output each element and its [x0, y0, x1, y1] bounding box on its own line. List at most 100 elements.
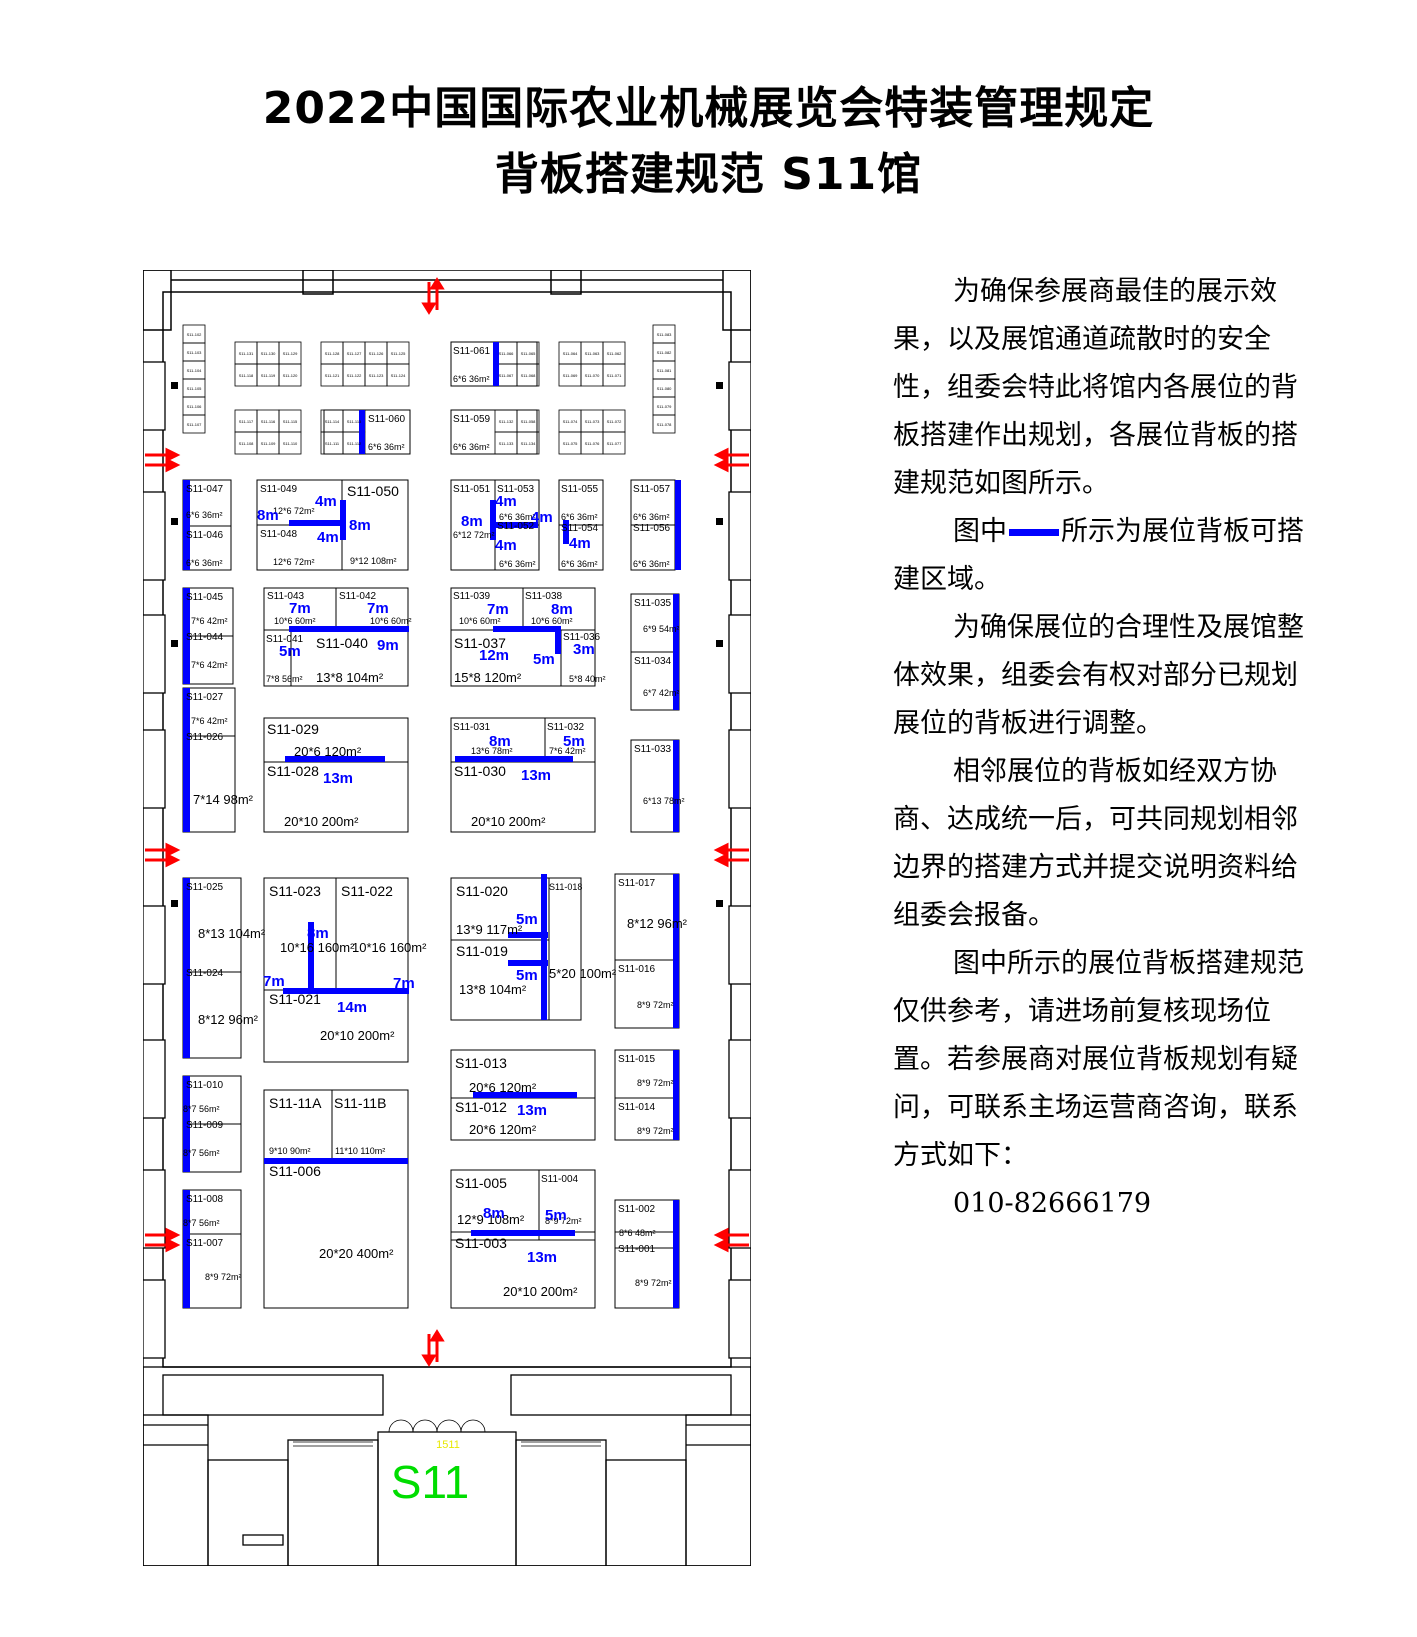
small-booth-label: S11-078	[657, 422, 673, 427]
booth-id-label: S11-042	[339, 591, 377, 602]
backboard-segment	[183, 1190, 190, 1308]
booth-size-label: 6*13 78m²	[643, 796, 685, 806]
booth-id-label: S11-027	[186, 692, 224, 703]
booth-id-label: S11-021	[269, 991, 321, 1007]
small-booth-label: S11-066	[499, 351, 515, 356]
page-subtitle: 背板搭建规范 S11馆	[494, 149, 923, 200]
booth-id-label: S11-050	[347, 483, 399, 499]
backboard-segment	[673, 740, 679, 832]
contact-phone: 010-82666179	[953, 1188, 1152, 1219]
booth-size-label: 7*6 42m²	[191, 716, 228, 726]
booth-id-label: S11-019	[456, 943, 508, 959]
booth-id-label: S11-014	[618, 1102, 656, 1113]
backboard-dimension-label: 9m	[377, 637, 399, 654]
backboard-dimension-label: 13m	[527, 1249, 557, 1266]
booth-size-label: 7*8 56m²	[266, 674, 303, 684]
small-booth-label: S11-075	[563, 441, 579, 446]
small-booth-label: S11-081	[657, 368, 673, 373]
booth-id-label: S11-057	[633, 484, 671, 495]
backboard-segment	[473, 1092, 577, 1098]
booth-size-label: 20*10 200m²	[471, 814, 546, 829]
small-booth-label: S11-070	[585, 373, 601, 378]
small-booth-label: S11-067	[499, 373, 515, 378]
booth-id-label: S11-039	[453, 591, 491, 602]
backboard-segment	[541, 874, 547, 1020]
small-booth-outline	[278, 363, 302, 387]
backboard-dimension-label: 8m	[461, 513, 483, 530]
backboard-dimension-label: 7m	[487, 601, 509, 618]
backboard-dimension-label: 5m	[563, 733, 585, 750]
backboard-dimension-label: 3m	[573, 641, 595, 658]
backboard-segment	[555, 626, 561, 654]
small-booth-label: S11-125	[391, 351, 407, 356]
backboard-segment	[285, 756, 385, 762]
booth-size-label: 9*12 108m²	[350, 556, 397, 566]
backboard-segment	[183, 878, 190, 1058]
booth-id-label: S11-041	[266, 634, 304, 645]
backboard-segment	[673, 1200, 679, 1308]
small-booth-outline	[602, 363, 626, 387]
booth-size-label: 6*6 36m²	[633, 512, 670, 522]
booth-size-label: 20*10 200m²	[284, 814, 359, 829]
booth-size-label: 6*9 54m²	[643, 624, 680, 634]
booth-id-label: S11-015	[618, 1054, 656, 1065]
booth-id-label: S11-055	[561, 484, 599, 495]
small-booth-outline	[652, 414, 676, 434]
small-booth-label: S11-079	[657, 404, 673, 409]
booth-size-label: 20*10 200m²	[320, 1028, 395, 1043]
small-booth-label: S11-108	[239, 441, 255, 446]
booth-id-label: S11-005	[455, 1175, 507, 1191]
small-booth-outline	[516, 431, 540, 455]
small-booth-label: S11-080	[657, 386, 673, 391]
description-para-5: 图中所示的展位背板搭建规范仅供参考，请进场前复核现场位置。若参展商对展位背板规划…	[893, 948, 1304, 1171]
booth-id-label: S11-002	[618, 1204, 656, 1215]
booth-id-label: S11-010	[186, 1080, 224, 1091]
backboard-dimension-label: 5m	[279, 643, 301, 660]
booth-id-label: S11-047	[186, 484, 224, 495]
booth-id-label: S11-003	[455, 1235, 507, 1251]
backboard-segment	[183, 688, 190, 832]
small-booth-label: S11-103	[187, 350, 203, 355]
booth-size-label: 10*6 60m²	[370, 616, 412, 626]
backboard-segment	[183, 588, 190, 684]
booth-size-label: 6*6 36m²	[499, 559, 536, 569]
booth-outline	[560, 629, 596, 687]
booth-id-label: S11-025	[186, 882, 224, 893]
entrance-label: 1511	[436, 1439, 460, 1451]
booth-id-label: S11-006	[269, 1163, 321, 1179]
booth-id-label: S11-044	[186, 632, 224, 643]
booth-size-label: 5*8 40m²	[569, 674, 606, 684]
small-booth-label: S11-074	[563, 419, 579, 424]
booth-size-label: 10*16 160m²	[352, 940, 427, 955]
small-booth-label: S11-114	[325, 419, 340, 424]
backboard-dimension-label: 8m	[257, 507, 279, 524]
exit-arrows	[145, 277, 749, 1367]
booth-size-label: 8*7 56m²	[183, 1218, 220, 1228]
backboard-dimension-label: 8m	[551, 601, 573, 618]
small-booth-label: S11-109	[261, 441, 277, 446]
booth-id-label: S11-032	[547, 722, 585, 733]
backboard-dimension-label: 13m	[323, 770, 353, 787]
small-booth-labels: S11-102S11-103S11-104S11-105S11-106S11-1…	[187, 332, 673, 446]
small-booth-label: S11-118	[239, 373, 254, 378]
booth-id-label: S11-036	[563, 632, 601, 643]
small-booth-label: S11-111	[325, 441, 340, 446]
backboard-segment	[283, 988, 409, 994]
small-booth-label: S11-073	[585, 419, 601, 424]
hall-name-label: S11	[391, 1456, 469, 1508]
booth-size-label: 20*6 120m²	[294, 744, 362, 759]
booth-size-label: 6*6 36m²	[453, 442, 490, 452]
booth-size-label: 10*6 60m²	[531, 616, 573, 626]
entrance-building	[143, 1366, 751, 1566]
small-booth-label: S11-133	[499, 441, 515, 446]
description-para-4: 相邻展位的背板如经双方协商、达成统一后，可共同规划相邻边界的搭建方式并提交说明资…	[893, 756, 1298, 931]
backboard-dimension-label: 5m	[516, 967, 538, 984]
backboard-segment	[508, 960, 548, 966]
backboard-dimension-label: 5m	[533, 651, 555, 668]
backboard-dimension-label: 4m	[495, 537, 517, 554]
small-booth-label: S11-119	[261, 373, 276, 378]
booth-size-label: 8*9 72m²	[637, 1078, 674, 1088]
booth-id-label: S11-052	[497, 521, 535, 532]
booth-id-label: S11-028	[267, 763, 319, 779]
